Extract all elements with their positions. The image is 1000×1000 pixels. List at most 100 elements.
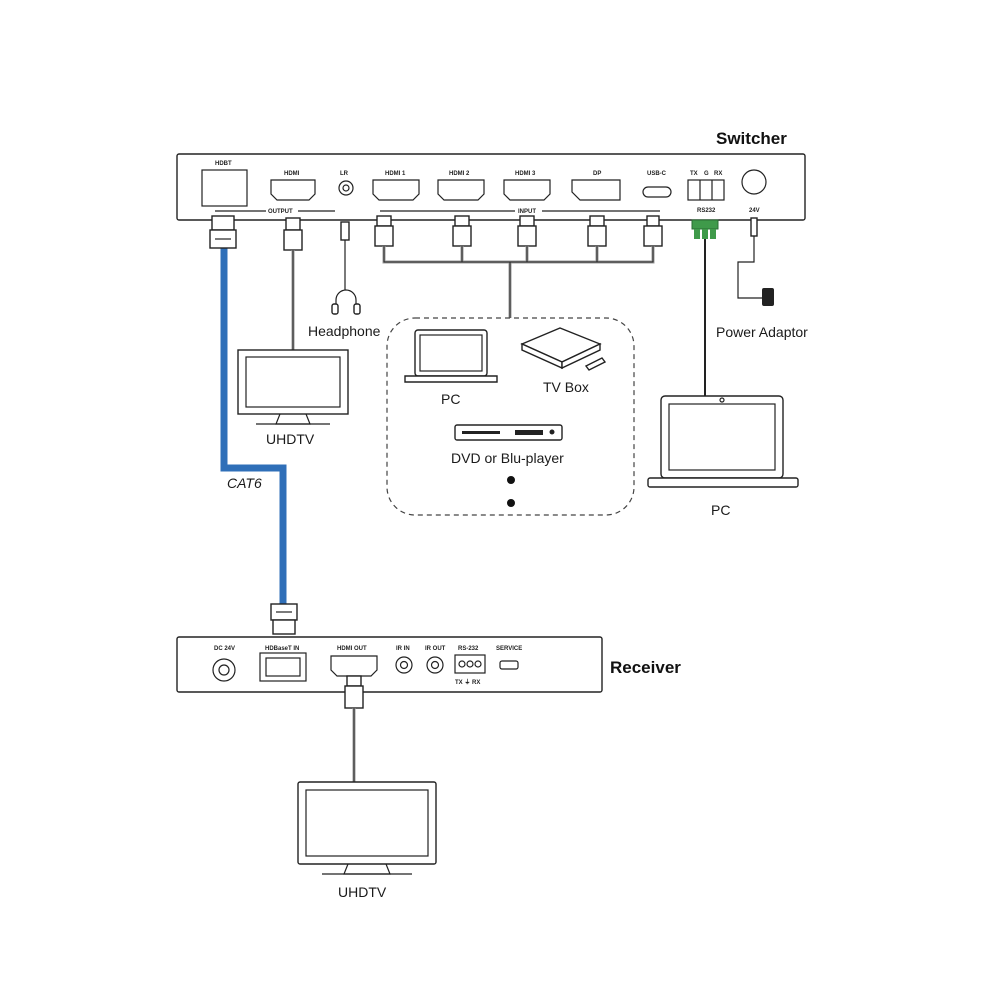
hdmi1-plug-body (374, 225, 394, 247)
tv-box: TV Box (520, 327, 607, 395)
switcher-hdmi1-port (372, 179, 420, 201)
uhdtv-bottom-screen (305, 789, 429, 857)
receiver-device: Receiver DC 24V HDBaseT IN HDMI OUT IR I… (176, 636, 681, 693)
usbc-plug-body (643, 225, 663, 247)
switcher-usbc-label: USB-C (647, 171, 667, 177)
uhdtv-bottom-stand (343, 863, 391, 875)
more-sources-dot (507, 499, 515, 507)
pc-source-label: PC (441, 391, 460, 407)
audio-plug (340, 221, 350, 241)
receiver-dc-jack-inner (218, 664, 230, 676)
headphone-label: Headphone (308, 323, 381, 339)
dvd-display (515, 430, 543, 435)
receiver-dc-jack (212, 658, 236, 682)
power-cable-line (737, 236, 762, 299)
uhdtv-top-stand (275, 413, 311, 425)
rs232-pin (702, 229, 708, 239)
switcher-input-group-label: INPUT (518, 209, 536, 215)
switcher-device: Switcher HDBT HDMI LR HDMI 1 HDMI 2 HDMI… (176, 129, 806, 221)
receiver-hdbaset-port (259, 652, 307, 682)
receiver-hdmi-plug-head (346, 675, 362, 687)
switcher-rs232-terminal (687, 179, 725, 201)
receiver-ir-out-jack-inner (430, 660, 440, 670)
uhdtv-top: UHDTV (237, 349, 349, 447)
switcher-hdmi2-port (437, 179, 485, 201)
receiver-tx-rx-label: TX ⏚ RX (455, 679, 480, 686)
hdmi2-plug-head (454, 215, 470, 227)
source-cable-bundle (382, 246, 655, 318)
dvd-button (549, 429, 555, 435)
switcher-hdmi1-label: HDMI 1 (385, 171, 406, 177)
source-input-cables (374, 215, 663, 318)
hdmi-plug-body (283, 229, 303, 251)
receiver-chassis (176, 636, 603, 693)
rj45-plug-bottom (272, 619, 296, 635)
rs232-cable (691, 219, 719, 396)
receiver-service-port (499, 660, 519, 670)
dvd-disc-slot (462, 431, 500, 434)
receiver-hdbaset-port-inner (265, 657, 301, 677)
power-plug (750, 217, 758, 237)
uhdtv-top-frame (237, 349, 349, 415)
switcher-hdbt-label: HDBT (215, 161, 232, 167)
switcher-lr-jack (338, 180, 354, 196)
receiver-hdbaset-label: HDBaseT IN (265, 646, 299, 652)
usbc-plug-head (646, 215, 660, 227)
pc-control-lid (660, 395, 784, 479)
uhdtv-bottom: UHDTV (297, 781, 437, 900)
dvd-player-body (454, 424, 563, 441)
power-adaptor: Power Adaptor (716, 217, 808, 340)
switcher-output-group-label: OUTPUT (268, 209, 293, 215)
switcher-rs232-label: RS232 (697, 208, 716, 214)
hdmi3-plug-head (519, 215, 535, 227)
sources-dashed-frame (386, 317, 635, 516)
dvd-label: DVD or Blu-player (451, 450, 564, 466)
receiver-rs232-label: RS-232 (458, 646, 479, 652)
receiver-ir-in-jack-inner (399, 660, 409, 670)
switcher-hdmi-out-port (270, 179, 316, 201)
headphone-icon (335, 289, 357, 310)
receiver-hdmi-out-port (330, 655, 378, 677)
laptop-lid (414, 329, 488, 377)
cat6-cable: CAT6 (209, 215, 298, 635)
switcher-hdmi2-label: HDMI 2 (449, 171, 470, 177)
laptop-base (404, 375, 498, 383)
uhdtv-top-label: UHDTV (266, 431, 315, 447)
switcher-g-label: G (704, 171, 709, 177)
receiver-ir-out-jack (426, 656, 444, 674)
receiver-service-label: SERVICE (496, 646, 522, 652)
receiver-hdmi-cable (344, 675, 364, 782)
terminal-screw (474, 660, 482, 668)
rs232-pin (694, 229, 700, 239)
receiver-ir-in-label: IR IN (396, 646, 410, 652)
rs232-pin (710, 229, 716, 239)
switcher-usbc-port (642, 186, 672, 198)
hdmi2-plug-body (452, 225, 472, 247)
dvd-player: DVD or Blu-player (451, 424, 564, 466)
switcher-chassis (176, 153, 806, 221)
uhdtv-bottom-label: UHDTV (338, 884, 387, 900)
dp-plug-head (589, 215, 605, 227)
headphone-cup-right (353, 303, 361, 315)
pc-control-laptop: PC (647, 395, 799, 518)
more-sources-dot (507, 476, 515, 484)
rs232-green-connector (691, 219, 719, 230)
switcher-lr-jack-inner (342, 184, 350, 192)
headphone-cable: Headphone (308, 221, 381, 339)
switcher-hdbt-port (201, 169, 248, 207)
uhdtv-bottom-frame (297, 781, 437, 865)
receiver-hdmi-plug-body (344, 685, 364, 709)
switcher-tx-label: TX (690, 171, 698, 177)
rj45-plug-top (211, 215, 235, 231)
pc-control-camera (719, 397, 725, 403)
switcher-power-label: 24V (749, 208, 760, 214)
pc-control-base (647, 477, 799, 488)
source-cable-core (383, 246, 654, 318)
receiver-rs232-terminal (454, 654, 486, 674)
switcher-rx-label: RX (714, 171, 722, 177)
tv-box-side-right (561, 342, 601, 370)
receiver-hdmi-out-label: HDMI OUT (337, 646, 367, 652)
receiver-dc-label: DC 24V (214, 646, 235, 652)
power-adaptor-brick (762, 288, 774, 306)
